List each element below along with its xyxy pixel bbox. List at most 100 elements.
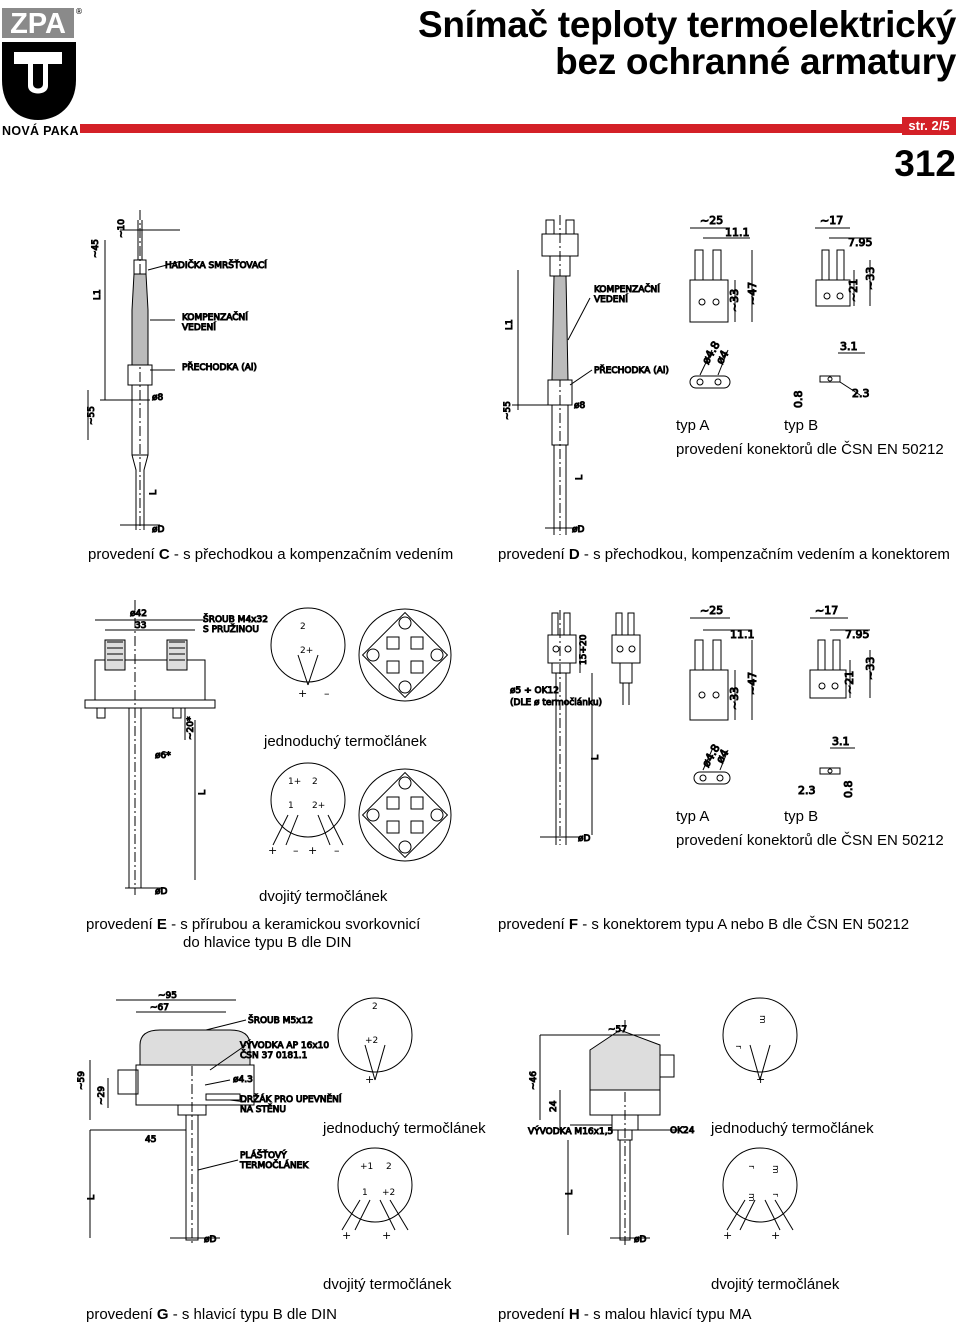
section-e-caption: provedení E - s přírubou a keramickou sv… xyxy=(86,916,421,933)
e-double-terminal: 1+ 2 1 2+ + – + – xyxy=(268,762,346,857)
svg-text:øD: øD xyxy=(634,1235,647,1245)
section-d-caption: provedení D - s přechodkou, kompenzačním… xyxy=(498,546,950,563)
dim-a-33: ~33 xyxy=(728,289,741,312)
svg-text:~33: ~33 xyxy=(728,687,741,710)
svg-text:–: – xyxy=(334,844,340,857)
svg-text:~29: ~29 xyxy=(97,1086,107,1105)
svg-text:1: 1 xyxy=(362,1188,368,1198)
svg-text:r: r xyxy=(770,1193,780,1197)
svg-text:24: 24 xyxy=(549,1100,559,1112)
drawing-e: ø42 33 ø6* ~20* L øD ŠROUB M4x32 S PRUŽI… xyxy=(84,600,268,898)
h-single-terminal: m r + xyxy=(722,997,798,1086)
document-number: 312 xyxy=(894,143,956,184)
drawing-h: ~57 ~46 24 L øD VÝVODKA M16x1,5 OK24 xyxy=(528,1020,695,1246)
logo-city: NOVÁ PAKA xyxy=(2,124,79,138)
label-kompenzacni: KOMPENZAČNÍ xyxy=(182,311,248,323)
connector-caption-mid: provedení konektorů dle ČSN EN 50212 xyxy=(676,832,944,849)
svg-text:3.1: 3.1 xyxy=(832,735,850,748)
g-double-label: dvojitý termočlánek xyxy=(323,1276,452,1293)
dim-10: ~10 xyxy=(117,219,127,238)
dim-b-23: 2.3 xyxy=(852,387,870,400)
label-plastovy: PLÁŠŤOVÝ xyxy=(240,1149,287,1161)
label-dle: (DLE ø termočlánku) xyxy=(510,697,602,708)
section-g-caption: provedení G - s hlavicí typu B dle DIN xyxy=(86,1306,337,1323)
dim-f-1520: 15÷20 xyxy=(579,634,589,665)
svg-text:2: 2 xyxy=(312,777,318,787)
svg-text:~47: ~47 xyxy=(746,672,759,695)
svg-text:~17: ~17 xyxy=(815,604,838,617)
e-single-label: jednoduchý termočlánek xyxy=(264,733,427,750)
svg-text:~21: ~21 xyxy=(843,671,856,694)
dim-b-17: ~17 xyxy=(820,214,843,227)
svg-text:~59: ~59 xyxy=(77,1071,87,1090)
label-s-pruzinou: S PRUŽINOU xyxy=(203,623,259,635)
dim-a-111: 11.1 xyxy=(725,226,750,239)
label-sroub-m5: ŠROUB M5x12 xyxy=(248,1014,313,1026)
svg-text:2: 2 xyxy=(372,1002,378,1012)
dim-e-L: L xyxy=(198,790,208,795)
svg-text:m: m xyxy=(746,1193,756,1202)
label-csn: ČSN 37 0181.1 xyxy=(240,1049,307,1061)
drawing-c: HADIČKA SMRŠŤOVACÍ KOMPENZAČNÍ VEDENÍ PŘ… xyxy=(87,210,268,536)
connectors-top: ~25 11.1 ~33 ~47 ~17 7.95 ~21 ~33 ø4.8 ø… xyxy=(689,214,878,409)
type-b-label-mid: typ B xyxy=(784,808,819,825)
dim-phiD: øD xyxy=(152,525,165,535)
svg-text:~33: ~33 xyxy=(864,657,877,680)
label-ok24: OK24 xyxy=(670,1126,695,1136)
header-accent-bar xyxy=(80,124,956,133)
svg-text:2: 2 xyxy=(386,1162,392,1172)
label-ok12: ø5 ÷ OK12 xyxy=(510,686,559,696)
page-title-line2: bez ochranné armatury xyxy=(555,41,956,82)
svg-text:0.8: 0.8 xyxy=(842,781,855,799)
page-title-line1: Snímač teploty termoelektrický xyxy=(418,4,956,45)
svg-text:L: L xyxy=(565,1190,575,1195)
svg-text:+: + xyxy=(298,687,307,700)
svg-text:~57: ~57 xyxy=(608,1025,627,1035)
logo-mark: ZPA ® xyxy=(2,7,83,120)
dim-d-phiD: øD xyxy=(572,525,585,535)
svg-text:7.95: 7.95 xyxy=(845,628,870,641)
e-single-terminal: 2 2+ + – xyxy=(270,607,346,700)
label-phi8: ø8 xyxy=(152,393,164,403)
type-a-label-top: typ A xyxy=(676,417,710,434)
svg-text:~95: ~95 xyxy=(158,991,177,1001)
dim-d-L1: L1 xyxy=(505,319,515,330)
label-na-stenu: NA STĚNU xyxy=(240,1103,286,1115)
svg-text:+1: +1 xyxy=(360,1162,373,1172)
g-single-label: jednoduchý termočlánek xyxy=(323,1120,486,1137)
dim-b-795: 7.95 xyxy=(848,236,873,249)
dim-45: ~45 xyxy=(91,239,101,258)
page-indicator: str. 2/5 xyxy=(902,117,956,135)
svg-text:~67: ~67 xyxy=(150,1003,169,1013)
drawing-g: ~95 ~67 ~59 ~29 45 L øD ø4.3 ŠROUB M5x12… xyxy=(77,991,343,1246)
svg-text:+2: +2 xyxy=(365,1036,378,1046)
section-f-caption: provedení F - s konektorem typu A nebo B… xyxy=(498,916,910,933)
dim-L1: L1 xyxy=(93,289,103,300)
dim-e-20: ~20* xyxy=(186,716,196,740)
section-c-caption: provedení C - s přechodkou a kompenzační… xyxy=(88,546,454,563)
label-d-phi8: ø8 xyxy=(574,401,586,411)
h-single-label: jednoduchý termočlánek xyxy=(711,1120,874,1137)
svg-text:~46: ~46 xyxy=(529,1071,539,1090)
svg-text:11.1: 11.1 xyxy=(730,628,755,641)
svg-text:+2: +2 xyxy=(382,1188,395,1198)
svg-text:+: + xyxy=(308,844,317,857)
label-hadicka: HADIČKA SMRŠŤOVACÍ xyxy=(165,259,267,271)
svg-text:+: + xyxy=(723,1229,732,1242)
e-terminal-block-single xyxy=(358,608,452,702)
dim-f-L: L xyxy=(591,755,601,760)
section-e-caption-line2: do hlavice typu B dle DIN xyxy=(183,934,352,951)
svg-text:m: m xyxy=(757,1015,767,1024)
label-termoclanek: TERMOČLÁNEK xyxy=(239,1159,309,1171)
h-double-label: dvojitý termočlánek xyxy=(711,1276,840,1293)
dim-a-25: ~25 xyxy=(700,214,723,227)
svg-text:+: + xyxy=(382,1229,391,1242)
connector-caption-top: provedení konektorů dle ČSN EN 50212 xyxy=(676,441,944,458)
dim-b-31: 3.1 xyxy=(840,340,858,353)
svg-text:øD: øD xyxy=(204,1235,217,1245)
svg-text:+: + xyxy=(342,1229,351,1242)
svg-text:+: + xyxy=(771,1229,780,1242)
label-sroub-m4: ŠROUB M4x32 xyxy=(203,613,268,625)
svg-text:–: – xyxy=(324,687,330,700)
label-vedeni: VEDENÍ xyxy=(182,321,216,333)
